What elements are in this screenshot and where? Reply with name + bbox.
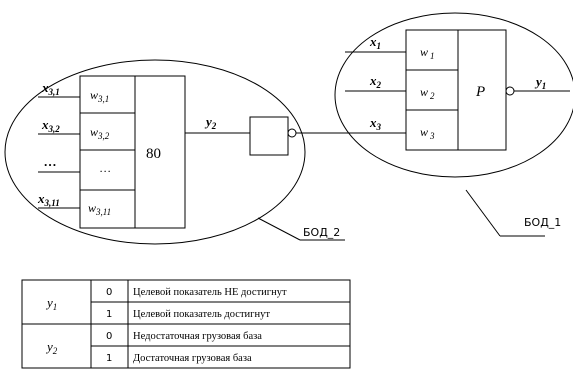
legend-code: 1 [106,309,112,320]
legend-description: Недостаточная грузовая база [133,331,262,342]
unit-bod2-weight-ellipsis: … [100,161,111,175]
legend-var-y2: y2 [45,339,58,356]
unit-bod2-input-x32: x3,2 [41,117,60,134]
unit-bod2-input-ellipsis: … [44,154,57,169]
legend-description: Целевой показатель НЕ достигнут [133,287,287,298]
unit-bod1-input-x3: x3 [369,115,382,132]
legend-code: 0 [106,287,112,298]
inverter-box [249,116,289,156]
unit-bod1-input-x2: x2 [369,73,382,90]
legend-description: Достаточная грузовая база [133,353,252,364]
legend-code: 1 [106,353,112,364]
legend-code: 0 [106,331,112,342]
unit-bod2-weight-w31: w3,1 [90,88,109,104]
unit-bod2-weight-w32: w3,2 [90,125,110,141]
unit-bod2-input-x31: x3,1 [41,80,60,97]
unit-bod2-ellipse [4,59,306,245]
unit-bod1-output-y1: y1 [534,74,546,91]
unit-bod2-weight-w311: w3,11 [88,201,111,217]
legend-var-y1: y1 [45,295,57,312]
inverter-circle [287,128,297,138]
unit-bod2-summator [134,75,186,229]
unit-bod2-input-x311: x3,11 [37,191,60,208]
unit-bod1-threshold: P [475,84,485,100]
unit-bod1-ellipse [334,12,573,178]
unit-bod1-input-x1: x1 [369,34,381,51]
unit-bod2-tag: БОД_2 [303,226,340,239]
unit-bod1-tag: БОД_1 [524,216,561,229]
unit-bod1-output-circle [505,86,515,96]
unit-bod2-threshold: 80 [146,146,161,162]
legend-table: y1 0 Целевой показатель НЕ достигнут 1 Ц… [21,279,351,369]
legend-description: Целевой показатель достигнут [133,309,270,320]
unit-bod2-output-y2: y2 [204,114,217,131]
unit-bod2: x3,1 x3,2 … x3,11 w3,1 w3,2 … w3,11 80 y… [4,59,345,245]
